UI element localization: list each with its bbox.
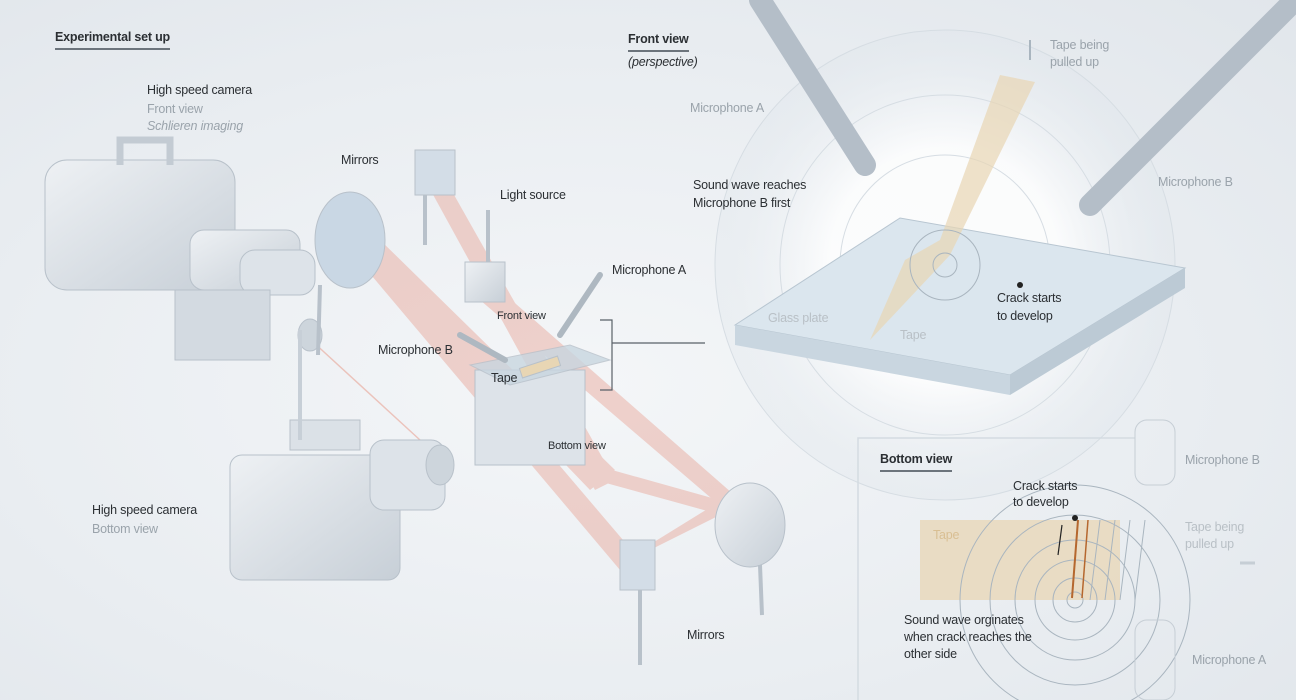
- front-tape-label: Tape: [900, 328, 927, 342]
- camera-bottom-label: High speed camera: [92, 503, 197, 517]
- high-speed-camera-bottom: [229, 330, 455, 581]
- bottom-crack-1: Crack starts: [1013, 479, 1078, 493]
- test-chamber: [468, 344, 612, 466]
- bottom-microphone-a-label: Microphone A: [1192, 653, 1267, 667]
- light-source: [464, 210, 506, 303]
- mirrors: [314, 149, 786, 665]
- front-view-detail: [714, 0, 1296, 501]
- front-tape-pulled-2: pulled up: [1050, 55, 1099, 69]
- bottom-sound-wave-1: Sound wave orginates: [904, 613, 1024, 627]
- tape-label: Tape: [491, 371, 518, 385]
- front-sound-wave-2: Microphone B first: [693, 196, 791, 210]
- callout-bracket: [600, 319, 705, 391]
- bottom-tape-pulled-2: pulled up: [1185, 537, 1234, 551]
- camera-front-view: Front view: [147, 102, 203, 116]
- high-speed-camera-front: [44, 136, 323, 361]
- bottom-microphone-b-label: Microphone B: [1185, 453, 1260, 467]
- bottom-tape-label: Tape: [933, 528, 960, 542]
- bottom-view-detail: [857, 419, 1255, 700]
- microphone-a-label: Microphone A: [612, 263, 687, 277]
- setup-microphones: [457, 272, 603, 363]
- front-sound-wave-1: Sound wave reaches: [693, 178, 807, 192]
- setup-title: Experimental set up: [55, 29, 170, 50]
- bottom-view-arrow-label: Bottom view: [548, 440, 606, 452]
- front-view-title: Front view: [628, 31, 689, 52]
- mirrors-bottom-label: Mirrors: [687, 628, 725, 642]
- camera-front-label: High speed camera: [147, 83, 252, 97]
- bottom-tape-pulled-1: Tape being: [1185, 520, 1245, 534]
- front-microphone-b-label: Microphone B: [1158, 175, 1233, 189]
- microphone-b-front: [1079, 0, 1296, 216]
- microphone-b-label: Microphone B: [378, 343, 453, 357]
- bottom-sound-wave-3: other side: [904, 647, 957, 661]
- mirrors-top-label: Mirrors: [341, 153, 379, 167]
- camera-bottom-view: Bottom view: [92, 522, 158, 536]
- bottom-sound-wave-2: when crack reaches the: [904, 630, 1032, 644]
- camera-front-method: Schlieren imaging: [147, 119, 243, 133]
- front-crack-1: Crack starts: [997, 291, 1062, 305]
- light-source-label: Light source: [500, 188, 566, 202]
- bottom-view-title: Bottom view: [880, 451, 952, 472]
- glass-plate-label: Glass plate: [768, 311, 829, 325]
- front-view-subtitle: (perspective): [628, 55, 698, 69]
- front-view-arrow-label: Front view: [497, 310, 546, 322]
- microphone-a-front: [749, 0, 876, 176]
- front-tape-pulled-1: Tape being: [1050, 38, 1110, 52]
- front-microphone-a-label: Microphone A: [690, 101, 765, 115]
- bottom-crack-2: to develop: [1013, 495, 1069, 509]
- front-crack-2: to develop: [997, 309, 1053, 323]
